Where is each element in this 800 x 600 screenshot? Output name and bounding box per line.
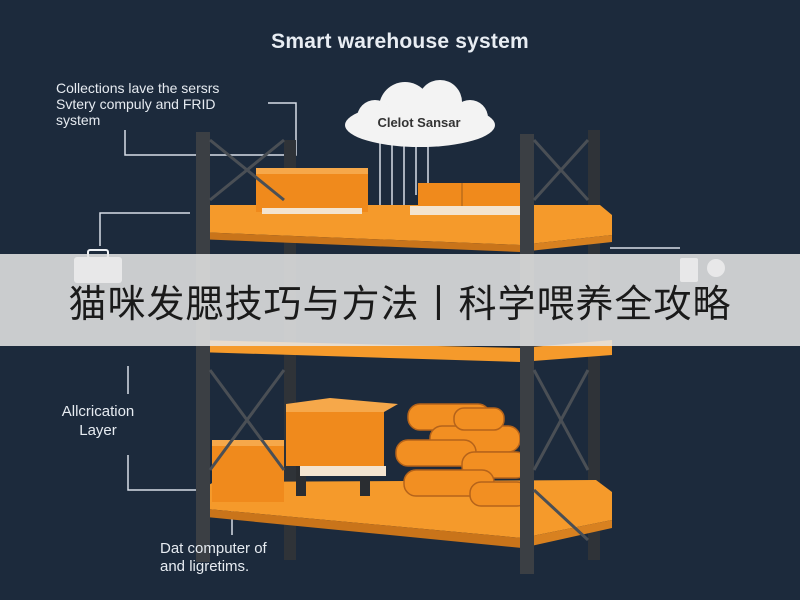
cloud-label: Clelot Sansar — [377, 115, 461, 130]
note-line: Svtery compuly and FRID — [56, 96, 216, 112]
top-shelf-boxes — [256, 168, 526, 215]
note-collections: Collections lave the sersrs Svtery compu… — [56, 80, 219, 128]
note-line: and ligretims. — [160, 558, 250, 575]
rack-bracing — [208, 138, 590, 542]
banner-text: 猫咪发腮技巧与方法丨科学喂养全攻略 — [68, 281, 732, 326]
note-line: Layer — [79, 422, 117, 439]
cloud-icon — [345, 80, 495, 147]
rolled-goods — [395, 403, 529, 507]
note-data-computer: Dat computer of and ligretims. — [160, 540, 267, 576]
rack-front-posts — [196, 132, 534, 574]
overlay-banner: 猫咪发腮技巧与方法丨科学喂养全攻略 — [0, 254, 800, 346]
note-line: Collections lave the sersrs — [56, 80, 220, 96]
diagram-title: Smart warehouse system — [271, 30, 529, 53]
note-line: Allcrication — [61, 403, 135, 420]
note-line: Dat computer of — [160, 540, 267, 557]
note-line: system — [56, 112, 101, 128]
shelf-top — [196, 205, 612, 252]
note-application-layer: Allcrication Layer — [48, 402, 148, 440]
